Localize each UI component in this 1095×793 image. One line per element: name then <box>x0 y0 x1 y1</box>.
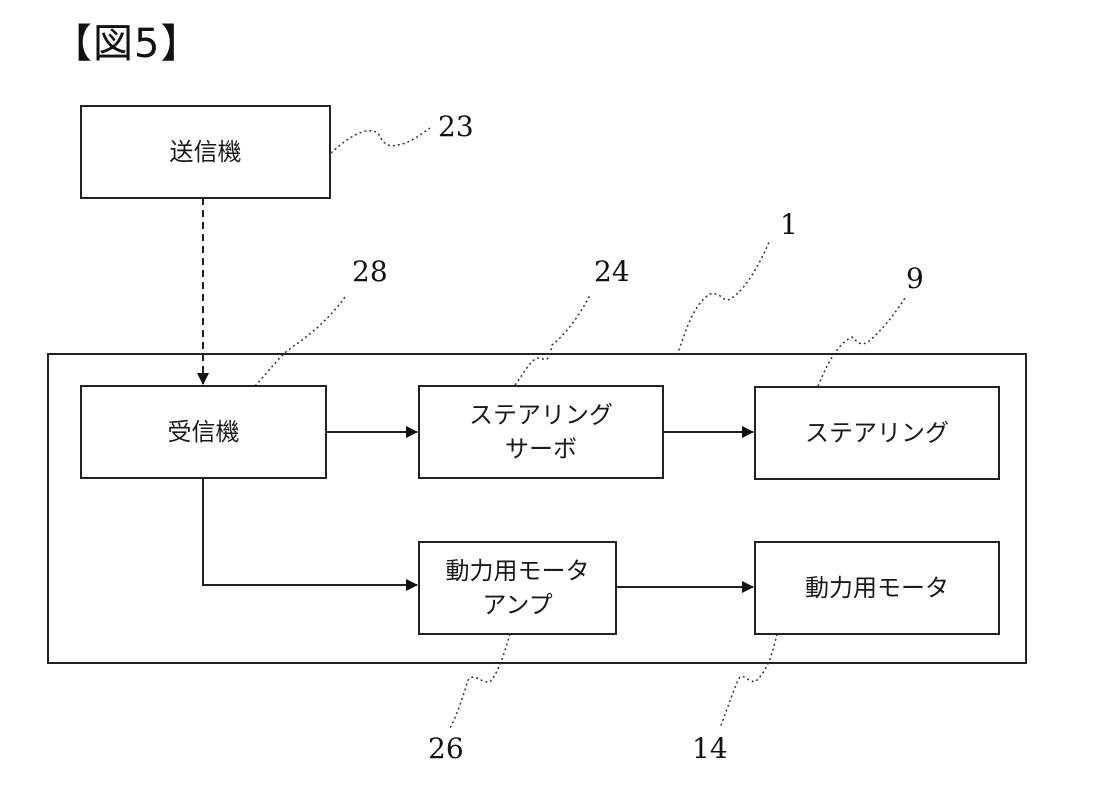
leader-line-14 <box>719 633 778 729</box>
ref-numeral-28: 28 <box>352 255 388 288</box>
motor-amp-label-line1: 動力用モータ <box>445 557 590 585</box>
figure-title: 【図5】 <box>52 21 202 67</box>
drive-motor-label: 動力用モータ <box>805 574 949 602</box>
leader-line-1 <box>676 239 771 356</box>
leader-line-24 <box>514 294 591 386</box>
drive-motor-block: 動力用モータ <box>754 541 1000 635</box>
receiver-block: 受信機 <box>80 385 327 479</box>
leader-line-28 <box>254 296 346 387</box>
motor-amp-label-line2: アンプ <box>482 591 553 619</box>
leader-line-26 <box>449 633 511 729</box>
leader-line-9 <box>817 297 906 387</box>
leader-line-23 <box>330 127 431 154</box>
ref-numeral-23: 23 <box>438 110 474 143</box>
ref-numeral-24: 24 <box>594 255 630 288</box>
ref-numeral-26: 26 <box>428 732 464 765</box>
ref-numeral-9: 9 <box>906 262 924 295</box>
steering-servo-block: ステアリング サーボ <box>418 385 664 479</box>
motor-amp-block: 動力用モータ アンプ <box>418 541 617 635</box>
steering-label: ステアリング <box>805 419 949 447</box>
transmitter-block: 送信機 <box>80 105 331 199</box>
steering-servo-label-line2: サーボ <box>505 435 577 463</box>
ref-numeral-14: 14 <box>692 732 728 765</box>
receiver-label: 受信機 <box>167 418 240 446</box>
steering-block: ステアリング <box>754 386 1000 480</box>
receiver-to-amp-arrow <box>202 478 418 591</box>
transmitter-label: 送信機 <box>169 138 242 166</box>
vehicle-system-boundary <box>47 353 1027 664</box>
ref-numeral-1: 1 <box>780 208 798 241</box>
steering-servo-label-line1: ステアリング <box>469 401 613 429</box>
